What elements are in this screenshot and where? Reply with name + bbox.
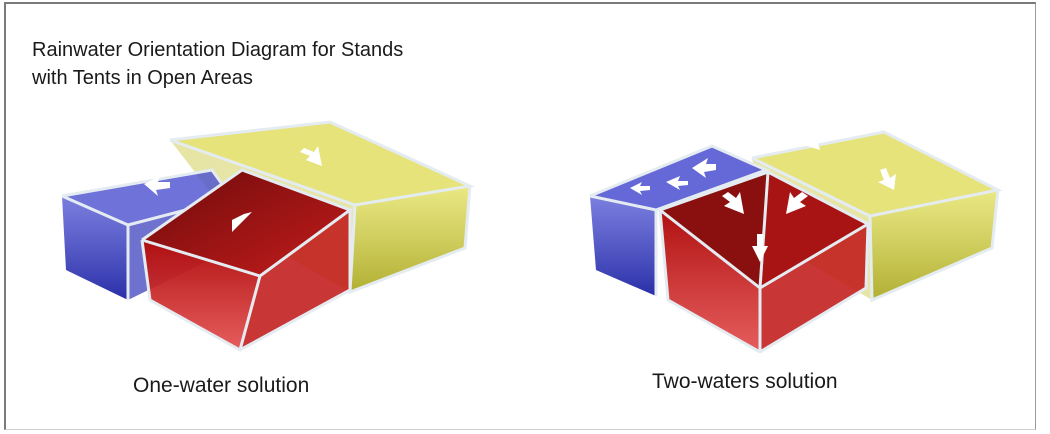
caption-one-water: One-water solution <box>133 374 310 397</box>
one-water-tent <box>61 120 476 352</box>
arrow-blue-roof-1 <box>692 158 716 178</box>
arrow-blue-roof <box>144 176 170 196</box>
arrow-blue-roof-3 <box>666 176 688 190</box>
arrow-yellow-roof-2 <box>878 168 896 190</box>
diagram-title: Rainwater Orientation Diagram for Stands… <box>32 36 552 92</box>
title-line-1: Rainwater Orientation Diagram for Stands <box>32 39 404 61</box>
arrow-red-roof-left <box>722 192 744 214</box>
flow-arrows-left <box>144 146 322 232</box>
arrow-red-roof-right <box>786 192 808 214</box>
arrow-red-ridge <box>752 234 768 262</box>
red-tent-left <box>140 168 354 352</box>
arrow-red-roof <box>232 212 252 232</box>
two-waters-tent <box>589 130 1003 354</box>
arrow-blue-roof-2 <box>630 182 650 195</box>
arrow-yellow-roof <box>300 146 322 166</box>
flow-arrows-right <box>630 132 896 262</box>
caption-two-waters: Two-waters solution <box>652 370 838 393</box>
title-line-2: with Tents in Open Areas <box>32 67 253 89</box>
arrow-yellow-roof-1 <box>798 132 820 150</box>
